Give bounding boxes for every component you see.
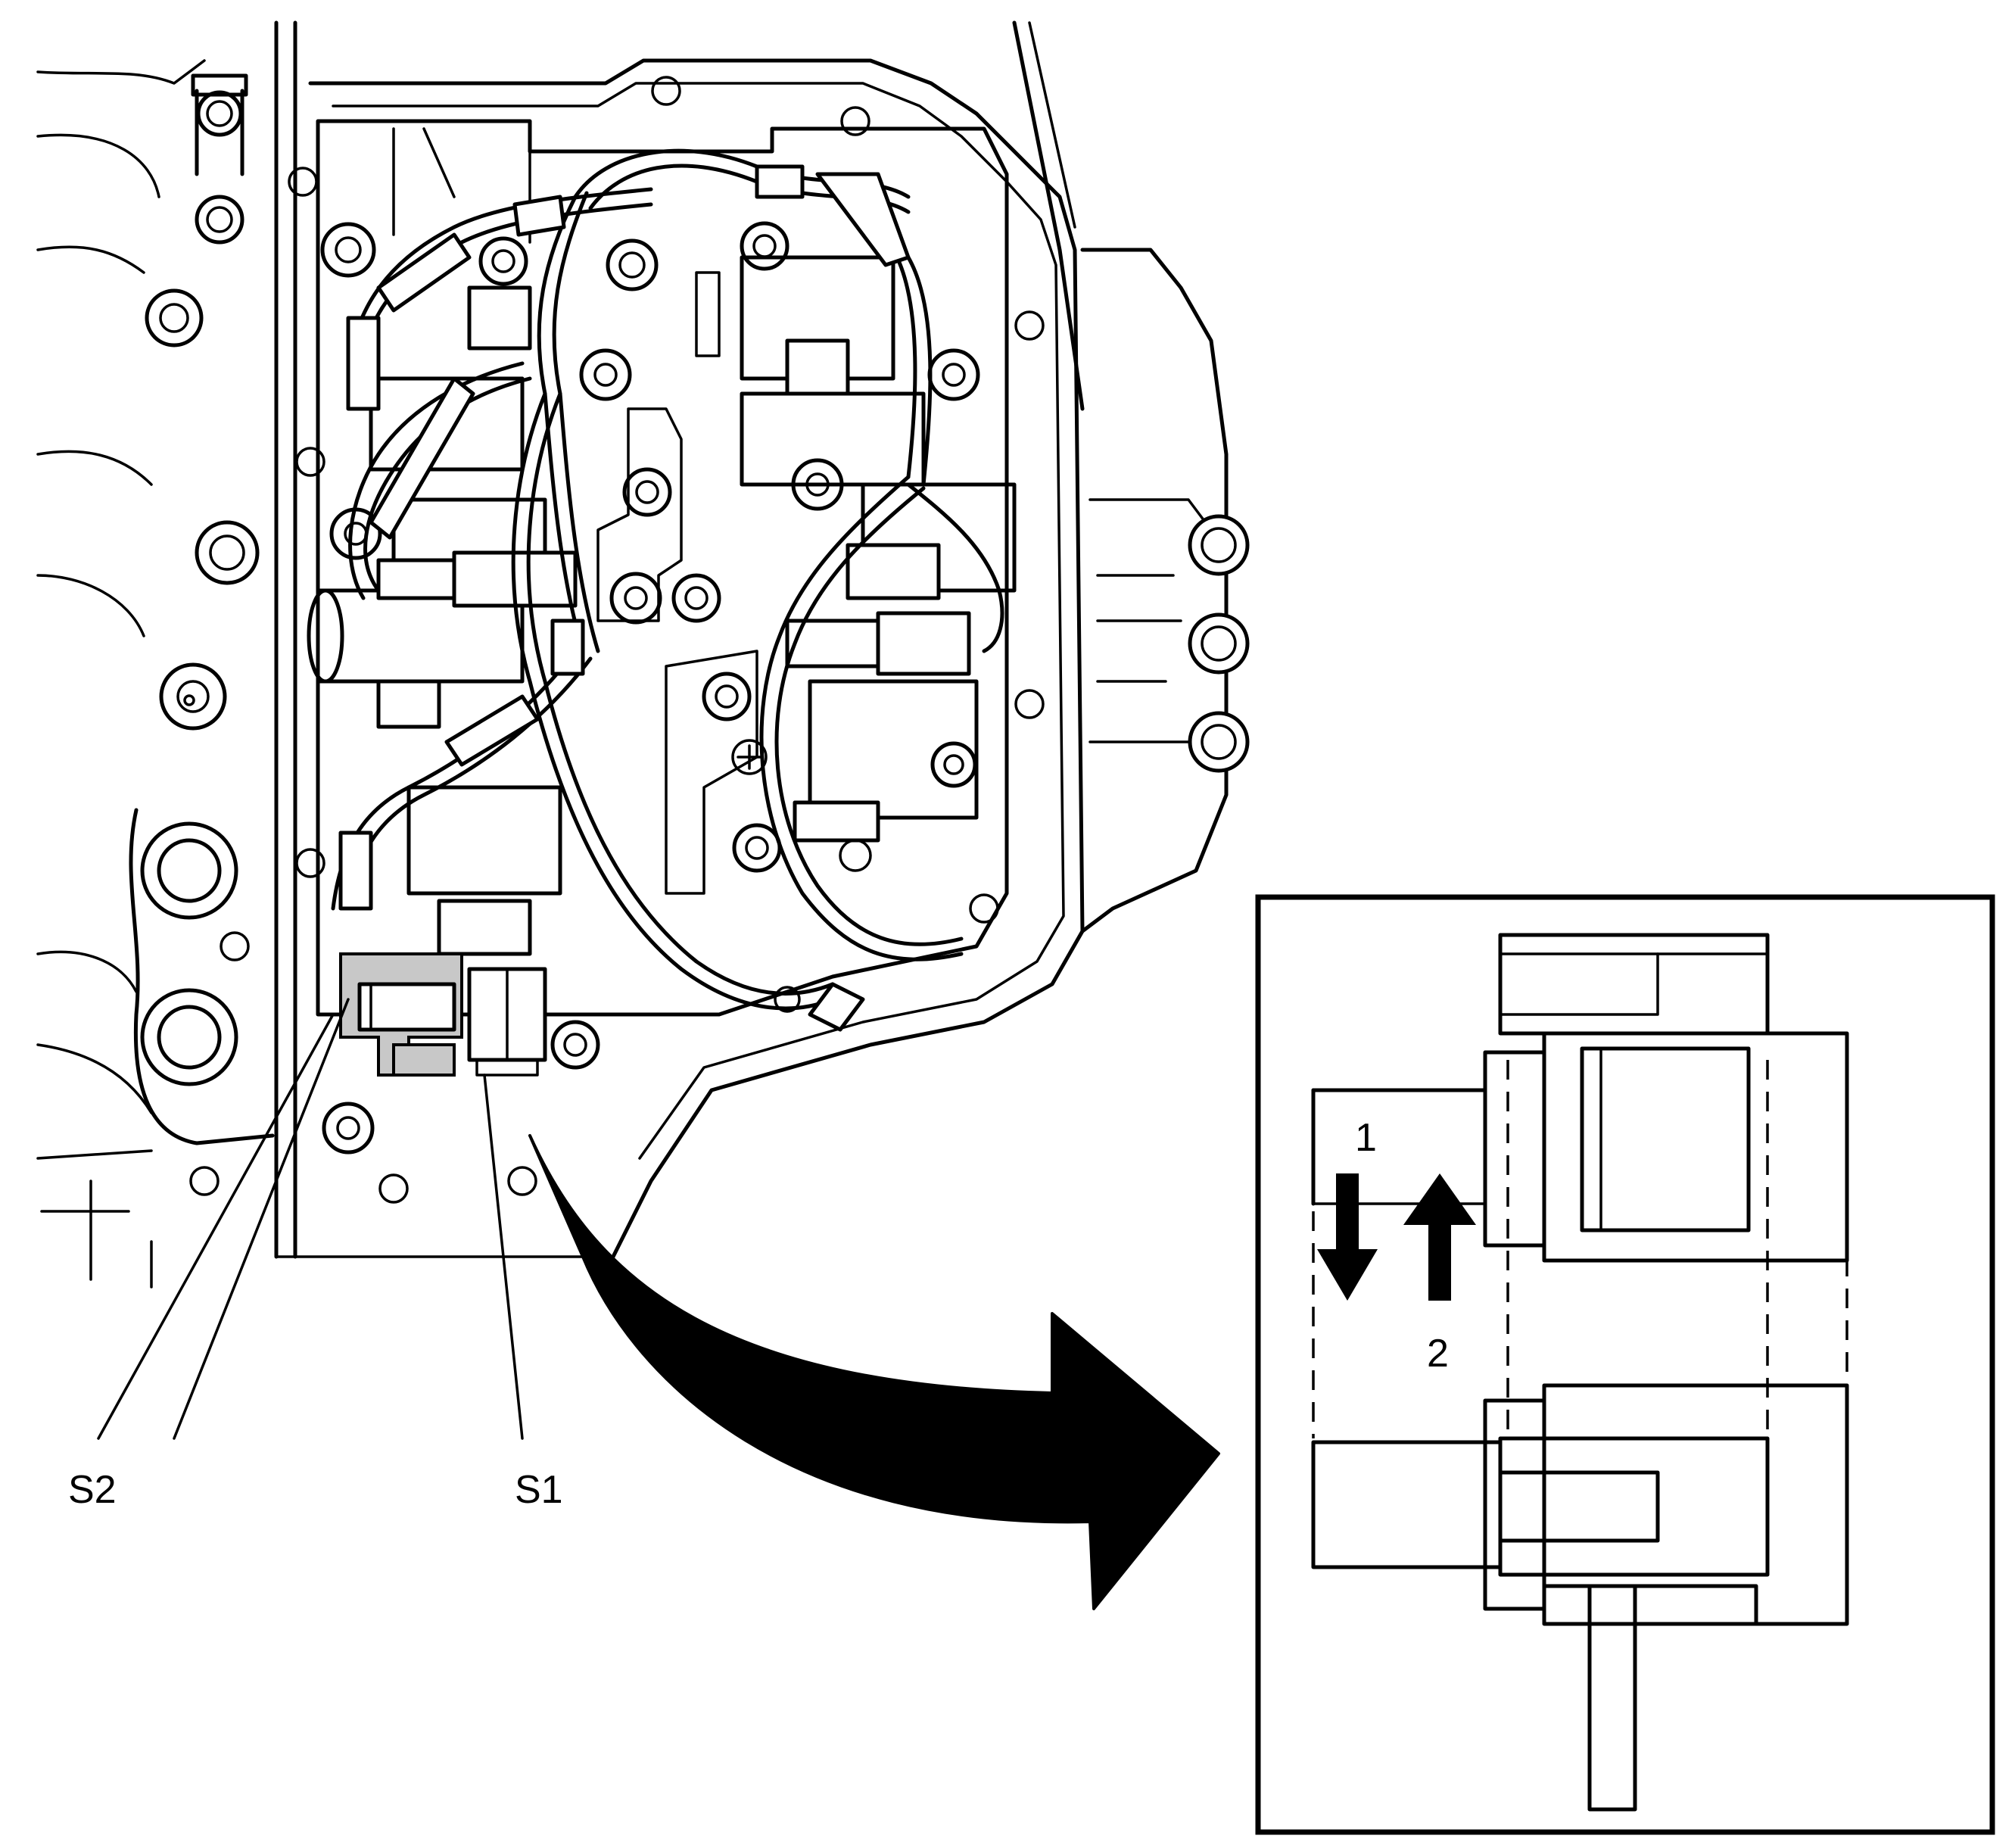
- callout-s2: S2: [68, 1468, 117, 1512]
- valve-body-bolt-icon: [320, 222, 376, 278]
- detail-inset: 1 2: [1255, 894, 1995, 1835]
- valve-body-bolt-icon: [930, 741, 977, 788]
- valve-body-bolt-icon: [550, 1020, 600, 1070]
- step-2-label: 2: [1427, 1332, 1449, 1376]
- valve-body-bolt-icon: [702, 672, 752, 721]
- flange-bolt-icon: [1188, 612, 1250, 675]
- valve-body-bolt-icon: [579, 348, 632, 401]
- valve-body-bolt-icon: [322, 1102, 375, 1155]
- valve-body-bolt-icon: [606, 238, 659, 291]
- valve-body: [183, 20, 1250, 1259]
- valve-body-bolt-icon: [622, 467, 672, 517]
- arrow-up-icon: [1403, 1173, 1476, 1301]
- valve-body-bolt-icon: [478, 236, 528, 286]
- bolt-icon: [196, 90, 243, 137]
- boss-icon: [140, 988, 238, 1086]
- bolt-icon: [195, 195, 244, 245]
- valve-body-bolt-icon: [609, 572, 662, 625]
- curved-arrow-icon: [528, 1134, 1220, 1610]
- leader-lines: [97, 998, 524, 1440]
- arrow-down-icon: [1317, 1173, 1378, 1301]
- bolt-icon: [145, 288, 204, 347]
- step-1-label: 1: [1355, 1116, 1377, 1160]
- transmission-case: [36, 20, 607, 1289]
- callout-s1: S1: [515, 1468, 563, 1512]
- boss-icon: [140, 821, 238, 920]
- flange-bolt-icon: [1188, 514, 1250, 576]
- valve-body-bolt-icon: [671, 573, 721, 623]
- flange-bolt-icon: [1188, 711, 1250, 773]
- valve-body-bolt-icon: [740, 221, 789, 271]
- s1-connector: [467, 967, 547, 1077]
- valve-body-bolt-icon: [927, 348, 980, 401]
- wiring-harness: [331, 148, 1004, 1032]
- s2-connector-highlight: [339, 952, 463, 1077]
- bolt-icon: [195, 520, 260, 585]
- valve-body-bolt-icon: [732, 823, 782, 873]
